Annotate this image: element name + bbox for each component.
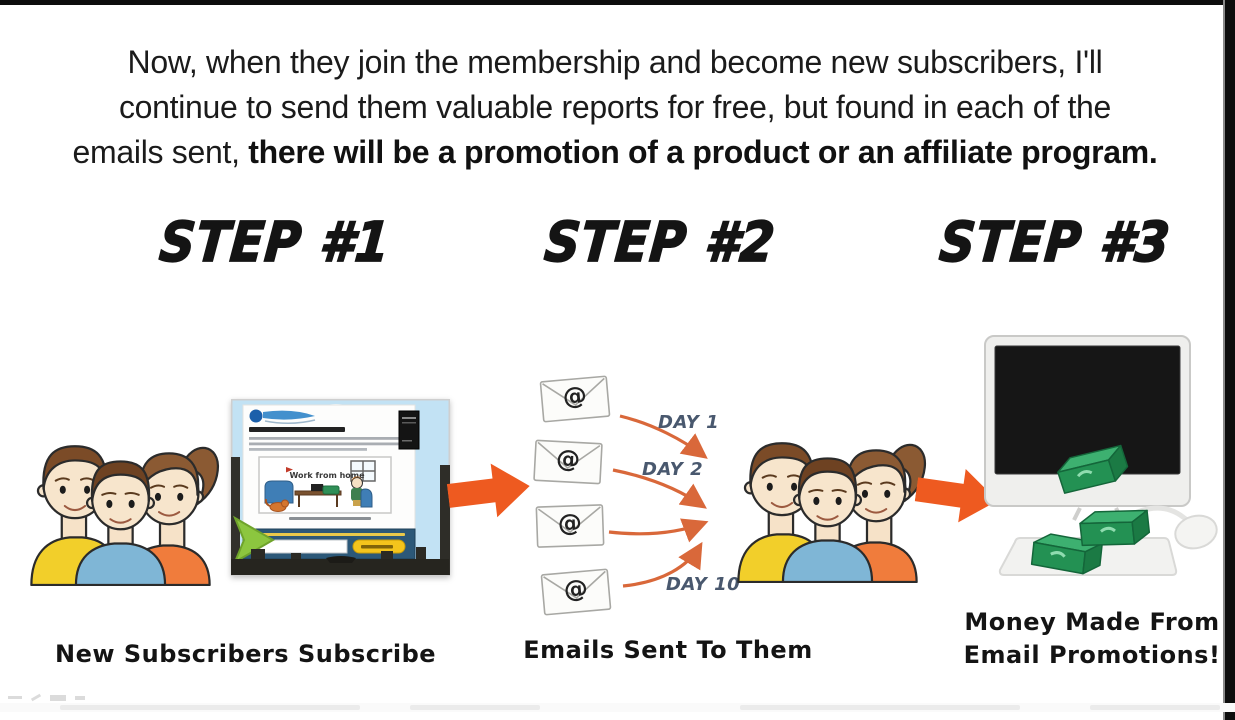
curved-arrow-day10 (622, 541, 703, 588)
cat (264, 498, 289, 512)
headline-line-1: Now, when they join the membership and b… (127, 44, 1103, 80)
skyline-right (440, 465, 450, 575)
top-letterbox-bar (0, 0, 1235, 5)
step-3-title: STEP #3 (936, 210, 1174, 276)
faded-player-controls (8, 689, 138, 702)
monitor (984, 335, 1191, 521)
faded-bottom-bar (0, 703, 1235, 712)
cta-button (352, 539, 406, 554)
day-10-label: DAY 10 (666, 574, 741, 595)
right-letterbox-bar (1223, 0, 1235, 720)
day-1-label: DAY 1 (658, 412, 720, 433)
step-1-caption: New Subscribers Subscribe (55, 640, 437, 668)
sofa-right (360, 488, 373, 508)
city-skyline (231, 547, 449, 575)
at-symbol-2: @ (555, 444, 580, 473)
seated-man (351, 476, 363, 506)
step-3-caption: Money Made From Email Promotions! (942, 606, 1235, 672)
work-from-home-illustration: Work from home (258, 456, 392, 514)
landing-page-thumbnail: Work from home (231, 399, 450, 576)
headline-line-2: continue to send them valuable reports f… (118, 89, 1112, 125)
step-2-title: STEP #2 (541, 210, 779, 276)
email-sequence-illustration: @ @ @ @ (533, 375, 709, 616)
envelope-icon-2: @ (533, 439, 603, 485)
headline-line-3-bold: there will be a promotion of a product o… (248, 134, 1158, 170)
at-symbol-3: @ (557, 509, 582, 538)
optin-headline-bar (253, 533, 405, 536)
envelope-icon-4: @ (540, 568, 612, 616)
headline-line-3-regular: emails sent, (72, 134, 249, 170)
step-2-caption: Emails Sent To Them (523, 636, 813, 664)
flow-arrow-step2-to-step3 (914, 468, 998, 523)
site-logo (249, 409, 316, 424)
step-1-title: STEP #1 (156, 210, 394, 276)
money-stacks (1030, 444, 1151, 575)
at-symbol-4: @ (563, 574, 589, 604)
step-3-caption-line-1: Money Made From (964, 608, 1220, 636)
headline-line-3: emails sent, there will be a promotion o… (25, 130, 1205, 175)
red-logo-mark (286, 467, 293, 473)
mouse (1174, 514, 1218, 550)
green-chair (322, 485, 340, 495)
work-from-home-caption: Work from home (289, 471, 365, 480)
computer-money-illustration (984, 335, 1218, 576)
at-symbol-1: @ (562, 381, 588, 411)
curved-arrow-day2 (612, 468, 707, 509)
headline: Now, when they join the membership and b… (25, 40, 1205, 175)
page-headline-bar (249, 427, 345, 432)
subscribers-group-illustration-1 (30, 445, 220, 586)
envelope-icon-3: @ (535, 504, 605, 548)
step-3-caption-line-2: Email Promotions! (963, 641, 1221, 669)
envelope-icon-1: @ (539, 375, 611, 423)
illustration-subcaption-bar (289, 517, 371, 520)
subscribers-group-illustration-2 (737, 442, 927, 583)
flow-arrow-step1-to-step2 (446, 463, 530, 518)
sofa-left (264, 480, 294, 504)
curved-arrow-day1 (619, 414, 708, 459)
curved-arrow-mid (608, 518, 709, 543)
skyline-left (231, 457, 240, 575)
laptop (311, 484, 325, 491)
day-2-label: DAY 2 (642, 459, 704, 480)
report-cover (398, 410, 420, 450)
